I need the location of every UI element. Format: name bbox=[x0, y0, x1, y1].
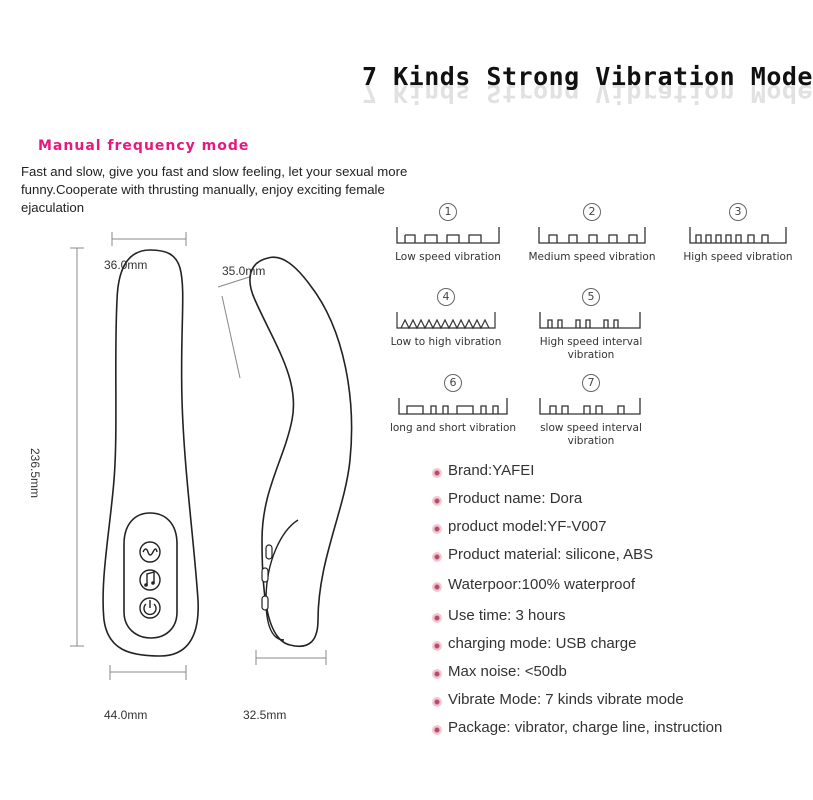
spec-bullet-icon bbox=[432, 496, 442, 506]
page-title: 7 Kinds Strong Vibration Mode bbox=[362, 62, 813, 91]
wave-pattern-4 bbox=[396, 312, 496, 330]
spec-item: Product name: Dora bbox=[432, 490, 792, 518]
spec-item: Use time: 3 hours bbox=[432, 607, 792, 635]
side-buttons bbox=[261, 544, 273, 611]
spec-item: Brand:YAFEI bbox=[432, 462, 792, 490]
side-width-bottom-label: 32.5mm bbox=[243, 708, 287, 722]
front-width-bottom-label: 44.0mm bbox=[104, 708, 148, 722]
vibration-mode-3: 3 High speed vibration bbox=[678, 203, 798, 273]
wave-pattern-5 bbox=[539, 312, 641, 329]
title-block: 7 Kinds Strong Vibration Mode 7 Kinds St… bbox=[340, 62, 813, 122]
front-width-top-label: 36.0mm bbox=[104, 258, 148, 272]
spec-bullet-icon bbox=[432, 613, 442, 623]
spec-bullet-icon bbox=[432, 524, 442, 534]
product-drawing bbox=[70, 232, 353, 680]
mode-number-badge: 5 bbox=[582, 288, 600, 306]
spec-list: Brand:YAFEI Product name: Dora product m… bbox=[432, 462, 792, 747]
spec-item: Package: vibrator, charge line, instruct… bbox=[432, 719, 792, 747]
mode-label: slow speed interval vibration bbox=[540, 422, 642, 447]
mode-label: High speed vibration bbox=[683, 251, 793, 263]
power-icon bbox=[139, 597, 161, 619]
wave-pattern-7 bbox=[539, 398, 641, 415]
side-body bbox=[249, 256, 353, 647]
wave-pattern-3 bbox=[689, 227, 787, 244]
mode-number-badge: 2 bbox=[583, 203, 601, 221]
vibration-mode-5: 5 High speed interval vibration bbox=[528, 288, 654, 364]
spec-bullet-icon bbox=[432, 641, 442, 651]
spec-bullet-icon bbox=[432, 697, 442, 707]
side-width-top-label: 35.0mm bbox=[222, 264, 266, 278]
vibration-mode-6: 6 long and short vibration bbox=[383, 374, 523, 444]
vibration-mode-1: 1 Low speed vibration bbox=[385, 203, 511, 273]
wave-pattern-1 bbox=[396, 227, 500, 244]
mode-wave-icon bbox=[139, 541, 161, 563]
vibration-mode-7: 7 slow speed interval vibration bbox=[528, 374, 654, 454]
mode-label: High speed interval vibration bbox=[539, 336, 643, 361]
spec-item: Product material: silicone, ABS bbox=[432, 546, 792, 574]
mode-label: long and short vibration bbox=[389, 422, 517, 434]
manual-mode-description: Fast and slow, give you fast and slow fe… bbox=[21, 164, 408, 215]
spec-bullet-icon bbox=[432, 552, 442, 562]
height-label: 236.5mm bbox=[28, 448, 42, 499]
manual-mode-heading: Manual frequency mode bbox=[38, 138, 250, 154]
spec-item: Waterpoor:100% waterproof bbox=[432, 574, 792, 607]
spec-item: charging mode: USB charge bbox=[432, 635, 792, 663]
mode-number-badge: 3 bbox=[729, 203, 747, 221]
spec-item: Vibrate Mode: 7 kinds vibrate mode bbox=[432, 691, 792, 719]
spec-bullet-icon bbox=[432, 669, 442, 679]
music-note-icon bbox=[139, 569, 161, 591]
spec-item: Max noise: <50db bbox=[432, 663, 792, 691]
vibration-mode-4: 4 Low to high vibration bbox=[383, 288, 509, 358]
mode-number-badge: 4 bbox=[437, 288, 455, 306]
spec-item: product model:YF-V007 bbox=[432, 518, 792, 546]
wave-pattern-6 bbox=[398, 398, 508, 415]
wave-pattern-2 bbox=[538, 227, 646, 244]
mode-number-badge: 7 bbox=[582, 374, 600, 392]
mode-label: Medium speed vibration bbox=[528, 251, 656, 263]
spec-bullet-icon bbox=[432, 582, 442, 592]
mode-label: Low speed vibration bbox=[395, 251, 501, 263]
spec-bullet-icon bbox=[432, 468, 442, 478]
mode-number-badge: 6 bbox=[444, 374, 462, 392]
mode-number-badge: 1 bbox=[439, 203, 457, 221]
spec-bullet-icon bbox=[432, 725, 442, 735]
vibration-mode-2: 2 Medium speed vibration bbox=[525, 203, 659, 273]
mode-label: Low to high vibration bbox=[390, 336, 502, 348]
